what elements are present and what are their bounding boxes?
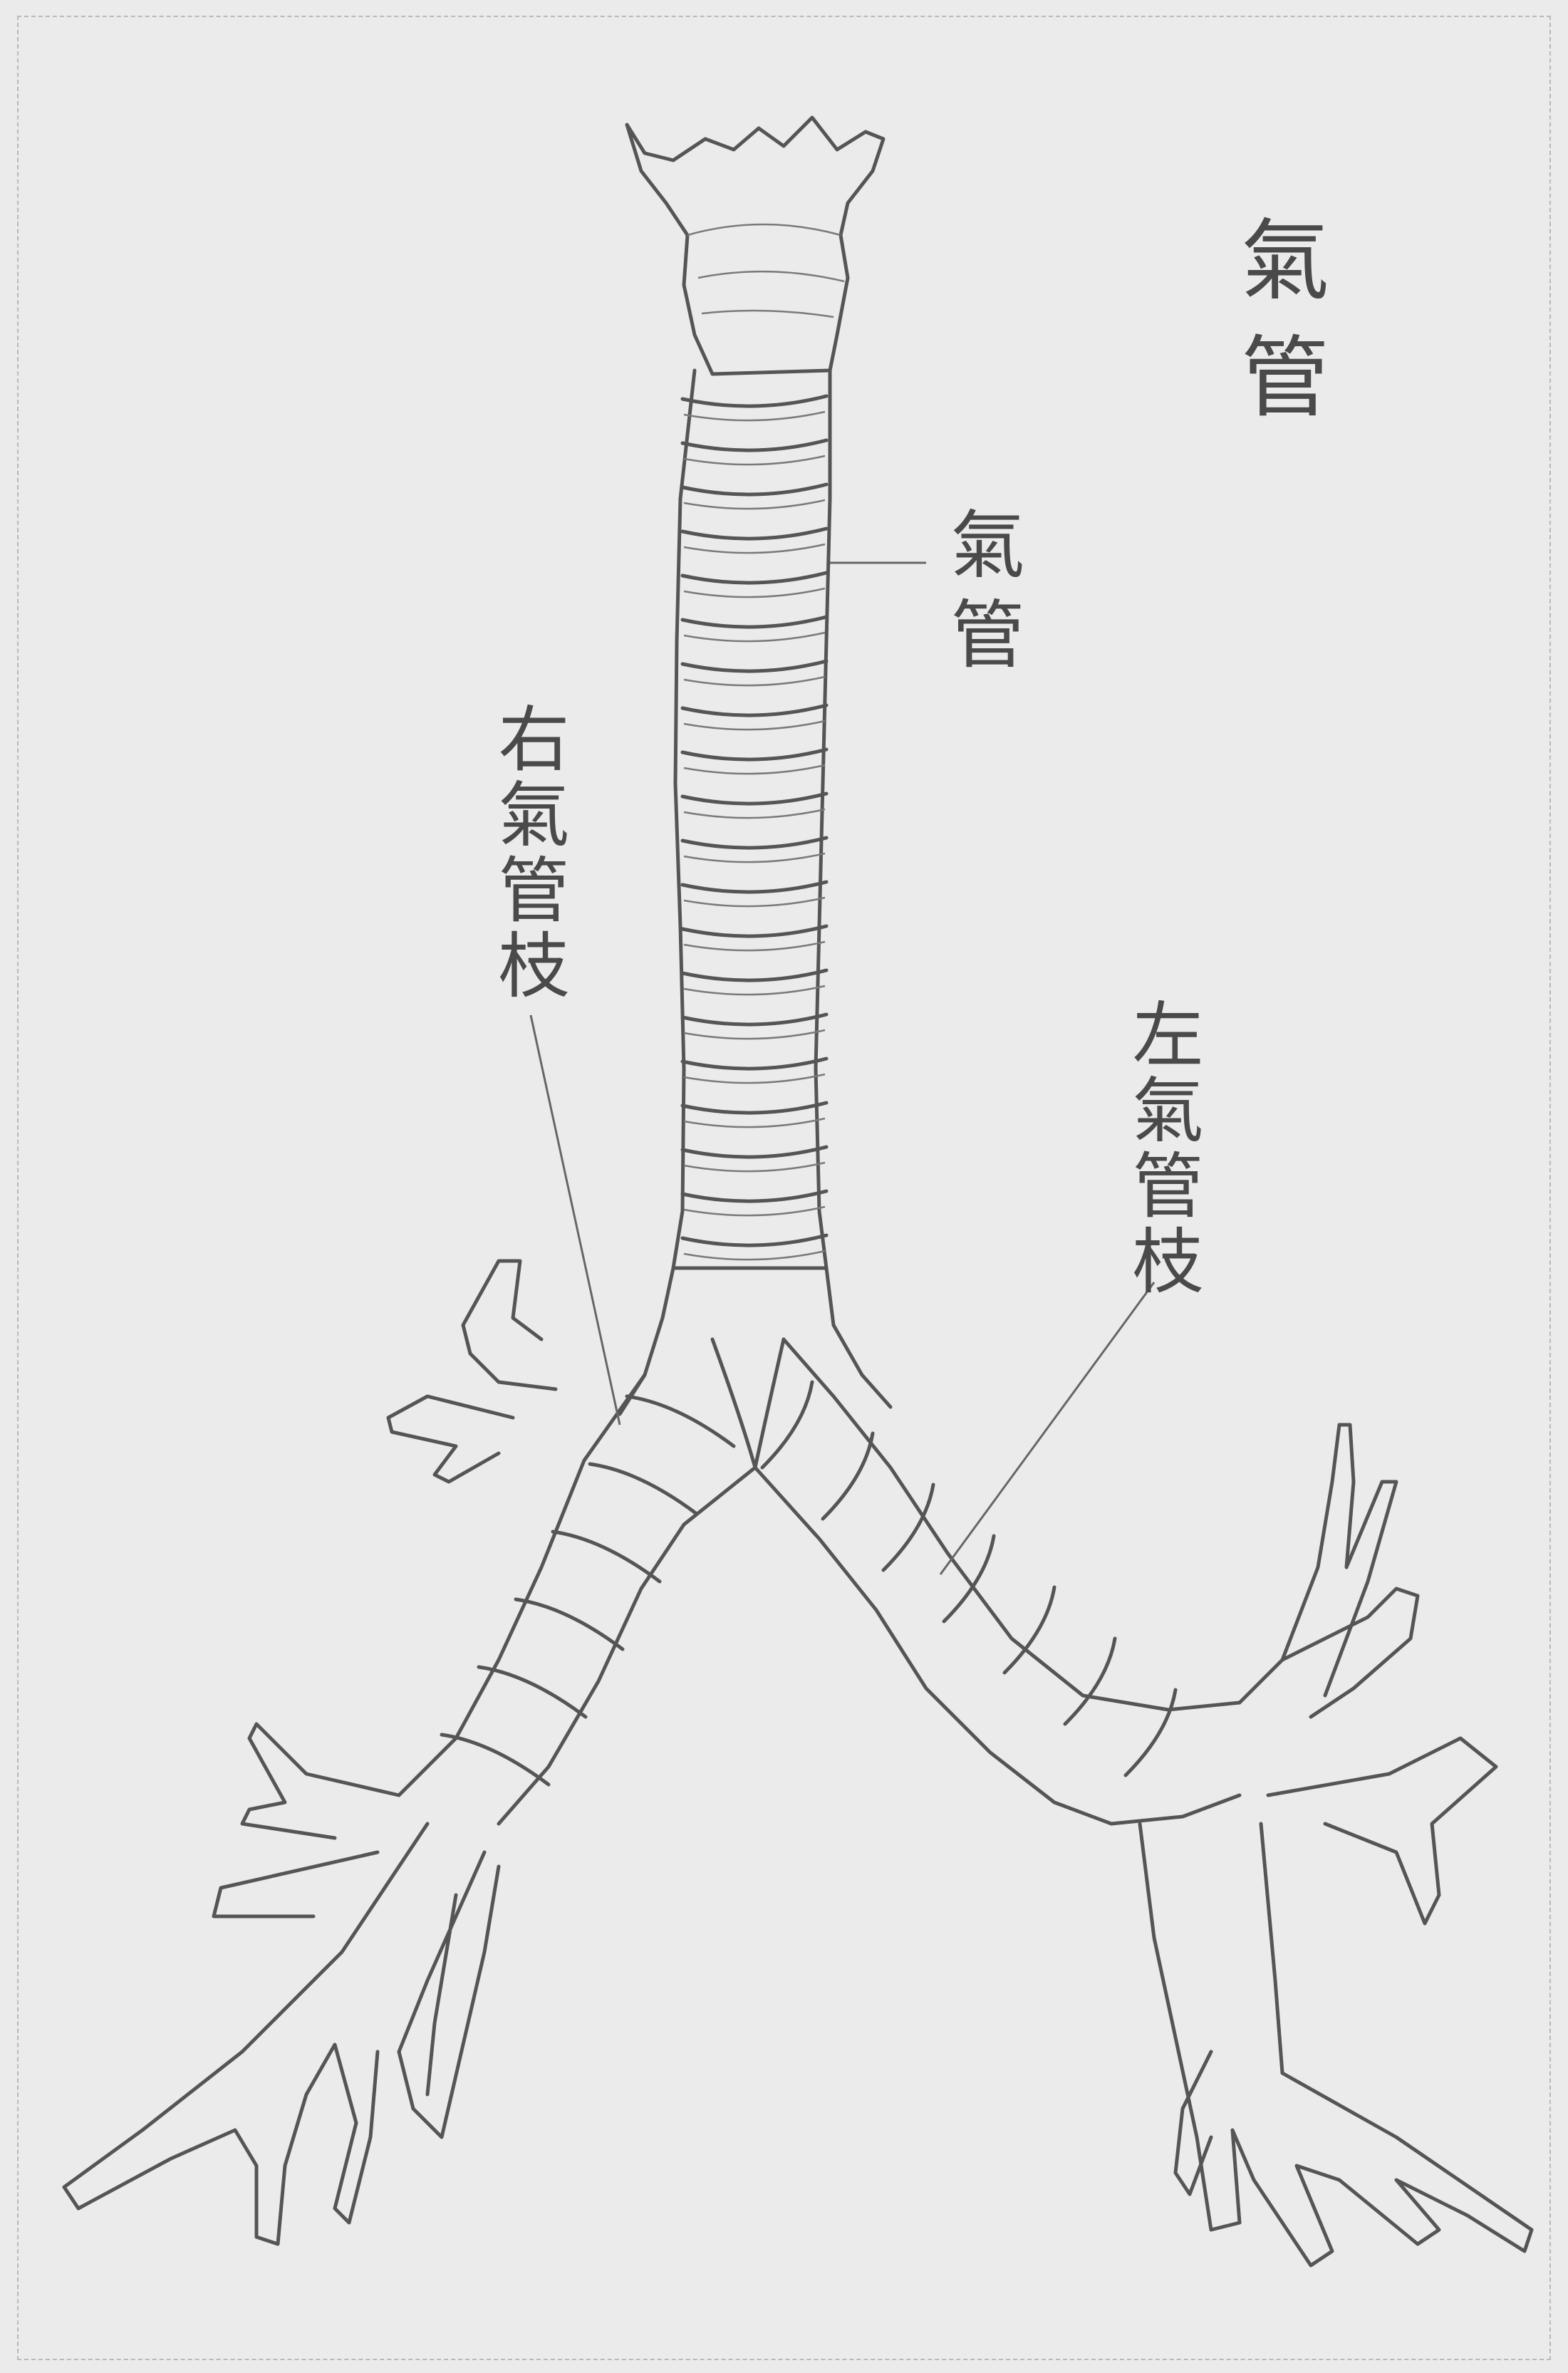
trachea-ring-hatch [684,1118,825,1127]
left-upper-branches [1240,1425,1496,1923]
right-bronchus-ring [516,1599,623,1649]
trachea-ring-hatch [684,1251,825,1260]
left-bronchus [755,1339,1240,1824]
trachea-ring [682,1103,826,1113]
trachea-ring-hatch [684,721,825,729]
left-lower-branches [1140,1824,1532,2265]
trachea-ring-hatch [684,1030,825,1039]
trachea-ring-hatch [684,809,825,818]
trachea-ring [682,1059,826,1069]
trachea-ring [682,1147,826,1157]
right-bronchus-ring [479,1667,586,1717]
right-upper-branch [388,1261,556,1482]
trachea-ring [682,529,826,539]
trachea-ring [682,794,826,804]
trachea-cartilage-rings [682,396,826,1260]
trachea-ring-hatch [684,456,825,464]
trachea-ring [682,882,826,892]
figure-title: 氣管 [1232,214,1321,447]
trachea-ring [682,749,826,759]
trachea-ring [682,1191,826,1201]
right-bronchus-ring [590,1464,697,1514]
right-bronchus-ring [553,1532,660,1582]
trachea-ring [682,926,826,936]
trachea-ring-hatch [684,898,825,906]
trachea-ring-hatch [684,500,825,509]
left-bronchus-ring [1004,1587,1054,1673]
carina [620,1268,891,1468]
right-bronchus [399,1375,755,1824]
trachea-label: 氣管 [944,506,1018,685]
trachea-ring-hatch [684,1163,825,1171]
trachea-ring [682,396,826,406]
trachea-ring-hatch [684,633,825,641]
trachea-ring [682,838,826,848]
right-bronchus-leader-line [531,1015,620,1425]
trachea-ring [682,617,826,627]
larynx-cartilage [627,118,883,374]
trachea-ring-hatch [684,588,825,597]
trachea-ring [682,573,826,583]
trachea-ring-hatch [684,412,825,420]
trachea-ring-hatch [684,942,825,950]
trachea-ring [682,484,826,494]
trachea-ring [682,440,826,450]
trachea-ring-hatch [684,1207,825,1215]
left-bronchus-ring [823,1433,873,1519]
trachea-ring-hatch [684,765,825,774]
trachea-ring [682,970,826,980]
left-bronchus-label: 左氣管枝 [1126,997,1197,1299]
trachea-ring [682,1014,826,1024]
right-bronchus-label: 右氣管枝 [492,702,563,1004]
trachea-ring-hatch [684,677,825,685]
trachea-ring-hatch [684,853,825,862]
left-bronchus-leader-line [940,1282,1154,1574]
right-bronchus-ring [442,1735,549,1785]
right-lower-branches [64,1724,499,2244]
trachea-ring-hatch [684,544,825,553]
trachea-ring [682,1235,826,1245]
right-bronchus-ring [627,1396,734,1446]
trachea-ring [682,705,826,715]
trachea-ring-hatch [684,1074,825,1083]
trachea-ring [682,661,826,671]
trachea-ring-hatch [684,986,825,995]
left-bronchus-ring [1065,1639,1115,1724]
